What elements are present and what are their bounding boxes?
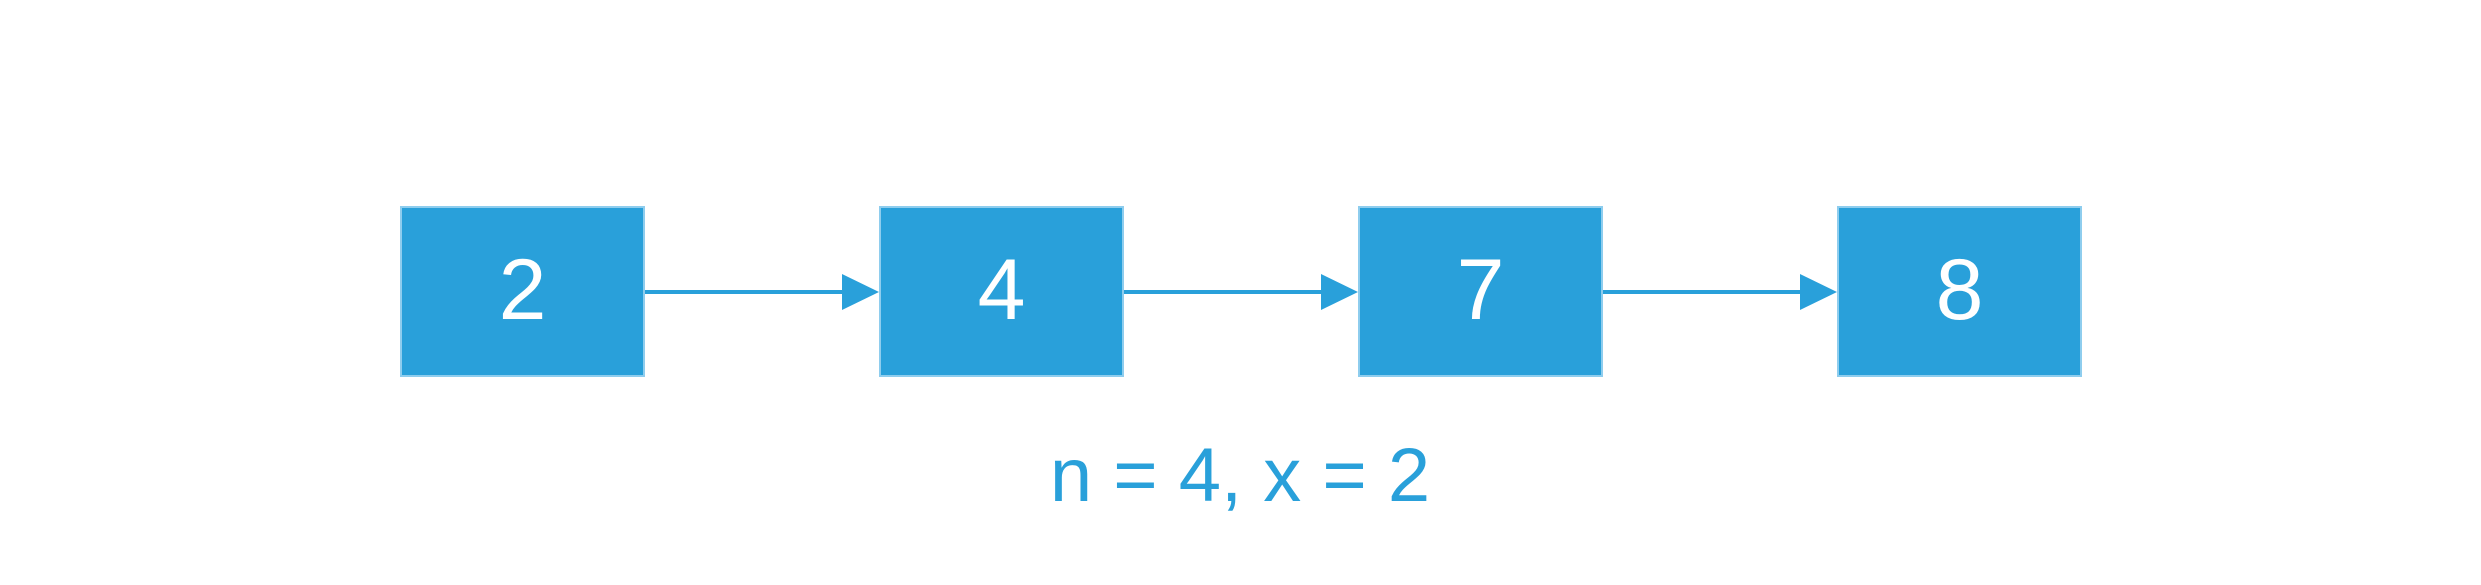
list-node-2: 4	[879, 206, 1124, 377]
list-node-4: 8	[1837, 206, 2082, 377]
right-arrow-icon	[1603, 273, 1837, 310]
node-value: 4	[977, 241, 1026, 338]
node-value: 8	[1935, 241, 1984, 338]
list-node-3: 7	[1358, 206, 1603, 377]
node-value: 7	[1456, 241, 1505, 338]
list-node-1: 2	[400, 206, 645, 377]
right-arrow-icon	[1124, 273, 1358, 310]
right-arrow-icon	[645, 273, 879, 310]
node-value: 2	[498, 241, 547, 338]
caption: n = 4, x = 2	[1049, 433, 1431, 518]
linked-list-row: 2 4 7 8	[400, 206, 2082, 377]
